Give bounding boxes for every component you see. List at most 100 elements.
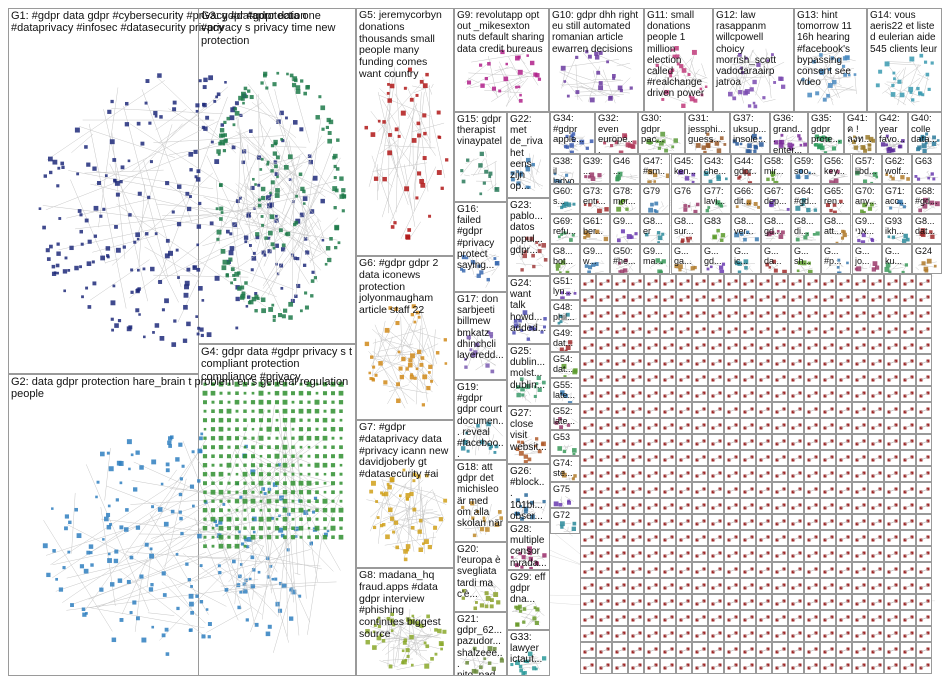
graph-edge (888, 424, 897, 429)
group-tiny (740, 370, 756, 386)
graph-node (599, 426, 603, 430)
graph-node (679, 458, 683, 462)
group-small: G8... gd... (761, 214, 791, 244)
node-pair (887, 359, 898, 366)
group-tiny (804, 418, 820, 434)
graph-node (387, 83, 390, 86)
graph-edge (231, 141, 325, 228)
graph-node (230, 267, 235, 272)
node-pair (839, 423, 850, 430)
node-pair (743, 391, 754, 398)
graph-node (743, 298, 747, 302)
node-pair (855, 279, 866, 286)
graph-node (711, 490, 715, 494)
group-label: G52: late... (553, 406, 576, 427)
graph-node (258, 435, 264, 441)
graph-node (251, 436, 255, 440)
graph-node (707, 206, 711, 209)
graph-node (315, 427, 319, 431)
group-tiny (772, 338, 788, 354)
graph-node (250, 463, 256, 468)
group-small: G61: ber... (580, 214, 610, 244)
node-pair (631, 375, 642, 382)
graph-node (368, 371, 372, 375)
graph-node (727, 298, 731, 302)
graph-edge (584, 392, 593, 397)
graph-edge (600, 376, 609, 381)
graph-node (210, 471, 216, 477)
graph-node (855, 378, 859, 382)
graph-node (218, 525, 224, 531)
node-pair (839, 375, 850, 382)
graph-node (743, 378, 747, 382)
graph-edge (728, 280, 737, 285)
graph-node (291, 400, 295, 404)
graph-node (695, 490, 699, 494)
group-tiny (852, 434, 868, 450)
graph-edge (696, 312, 705, 317)
graph-edge (664, 280, 673, 285)
graph-node (261, 195, 266, 201)
graph-node (631, 330, 635, 334)
graph-node (260, 215, 264, 218)
graph-node (260, 297, 266, 303)
graph-node (186, 206, 192, 212)
graph-node (286, 72, 289, 76)
graph-node (706, 267, 710, 271)
graph-node (919, 394, 923, 398)
group-tiny (836, 370, 852, 386)
node-pair (807, 391, 818, 398)
graph-node (471, 668, 477, 674)
graph-edge (925, 175, 932, 177)
graph-node (727, 458, 731, 462)
node-pair (663, 295, 674, 302)
graph-edge (776, 376, 785, 381)
group-label: G11: small donations people 1 million el… (647, 10, 705, 100)
graph-node (315, 535, 319, 540)
graph-edge (792, 312, 801, 317)
graph-edge (219, 566, 263, 598)
graph-node (925, 132, 929, 136)
node-pair (599, 391, 610, 398)
group-g40: G40: colle data... (908, 112, 942, 154)
node-pair (775, 359, 786, 366)
graph-node (445, 158, 449, 162)
graph-edge (468, 72, 539, 78)
node-pair (679, 327, 690, 334)
graph-node (871, 138, 875, 143)
node-pair (823, 327, 834, 334)
graph-node (274, 526, 280, 531)
graph-edge (744, 376, 753, 381)
graph-node (323, 427, 327, 431)
graph-node (299, 445, 303, 449)
group-tiny (676, 482, 692, 498)
graph-node (931, 141, 937, 146)
graph-node (791, 378, 795, 382)
graph-node (227, 427, 231, 431)
group-g11: G11: small donations people 1 million el… (644, 8, 713, 112)
graph-node (62, 566, 66, 570)
group-tiny (868, 290, 884, 306)
graph-edge (632, 344, 641, 349)
group-small: G49: dat... (550, 326, 580, 352)
graph-node (839, 330, 843, 334)
graph-node (555, 267, 559, 271)
graph-node (96, 181, 102, 186)
graph-edge (792, 456, 801, 461)
group-tiny (772, 322, 788, 338)
group-tiny (916, 306, 932, 322)
group-tiny (724, 354, 740, 370)
graph-node (572, 448, 577, 453)
graph-node (617, 85, 623, 91)
graph-node (893, 77, 896, 81)
graph-node (603, 236, 609, 242)
graph-node (711, 458, 715, 462)
graph-node (129, 555, 134, 560)
graph-node (887, 282, 891, 286)
graph-edge (622, 175, 637, 181)
graph-node (218, 445, 224, 450)
group-tiny (884, 418, 900, 434)
group-tiny (820, 274, 836, 290)
graph-node (269, 191, 272, 195)
graph-node (110, 317, 114, 321)
